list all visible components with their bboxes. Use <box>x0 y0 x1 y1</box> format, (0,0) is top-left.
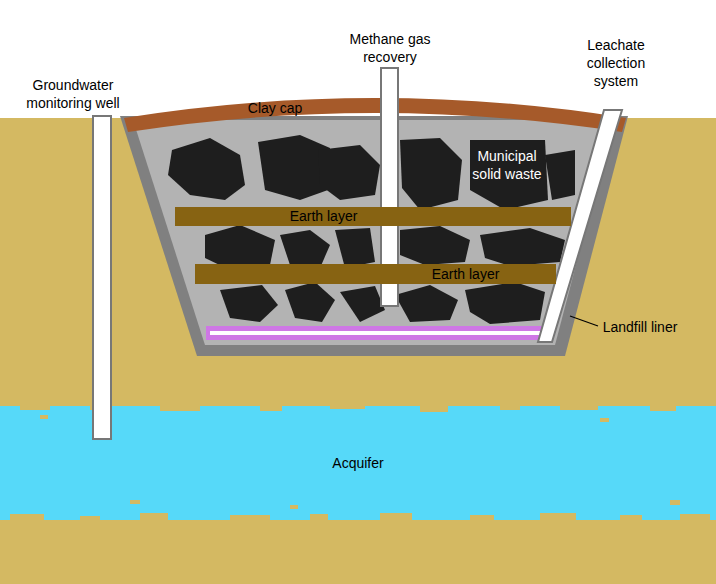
band-label: Earth layer <box>290 208 358 225</box>
clay-cap-shape <box>124 98 626 132</box>
well-label: Groundwater monitoring well <box>13 76 133 112</box>
leader-line <box>570 316 598 326</box>
liner-label: Landfill liner <box>585 318 695 336</box>
waste-blobs <box>168 135 575 324</box>
clay-cap-band: Clay cap <box>220 96 330 120</box>
leachate-pipe <box>210 331 548 335</box>
pipe-label: Leachate collection system <box>566 36 666 90</box>
earth-layer-band: Earth layer <box>175 207 571 226</box>
waste-label: Municipal solid waste <box>467 147 547 183</box>
aquifer-speckles <box>10 404 710 521</box>
leachate-pipe-riser <box>538 110 622 342</box>
monitoring-well <box>93 116 111 439</box>
landfill-fill <box>133 120 614 345</box>
band-label: Clay cap <box>248 100 302 117</box>
pipe-label: Methane gas recovery <box>335 30 445 66</box>
leachate-layer <box>206 326 552 340</box>
band-label: Acquifer <box>332 455 383 472</box>
earth-layer-band: Earth layer <box>195 264 556 284</box>
aquifer-band: Acquifer <box>0 440 716 486</box>
band-label: Earth layer <box>432 266 500 283</box>
